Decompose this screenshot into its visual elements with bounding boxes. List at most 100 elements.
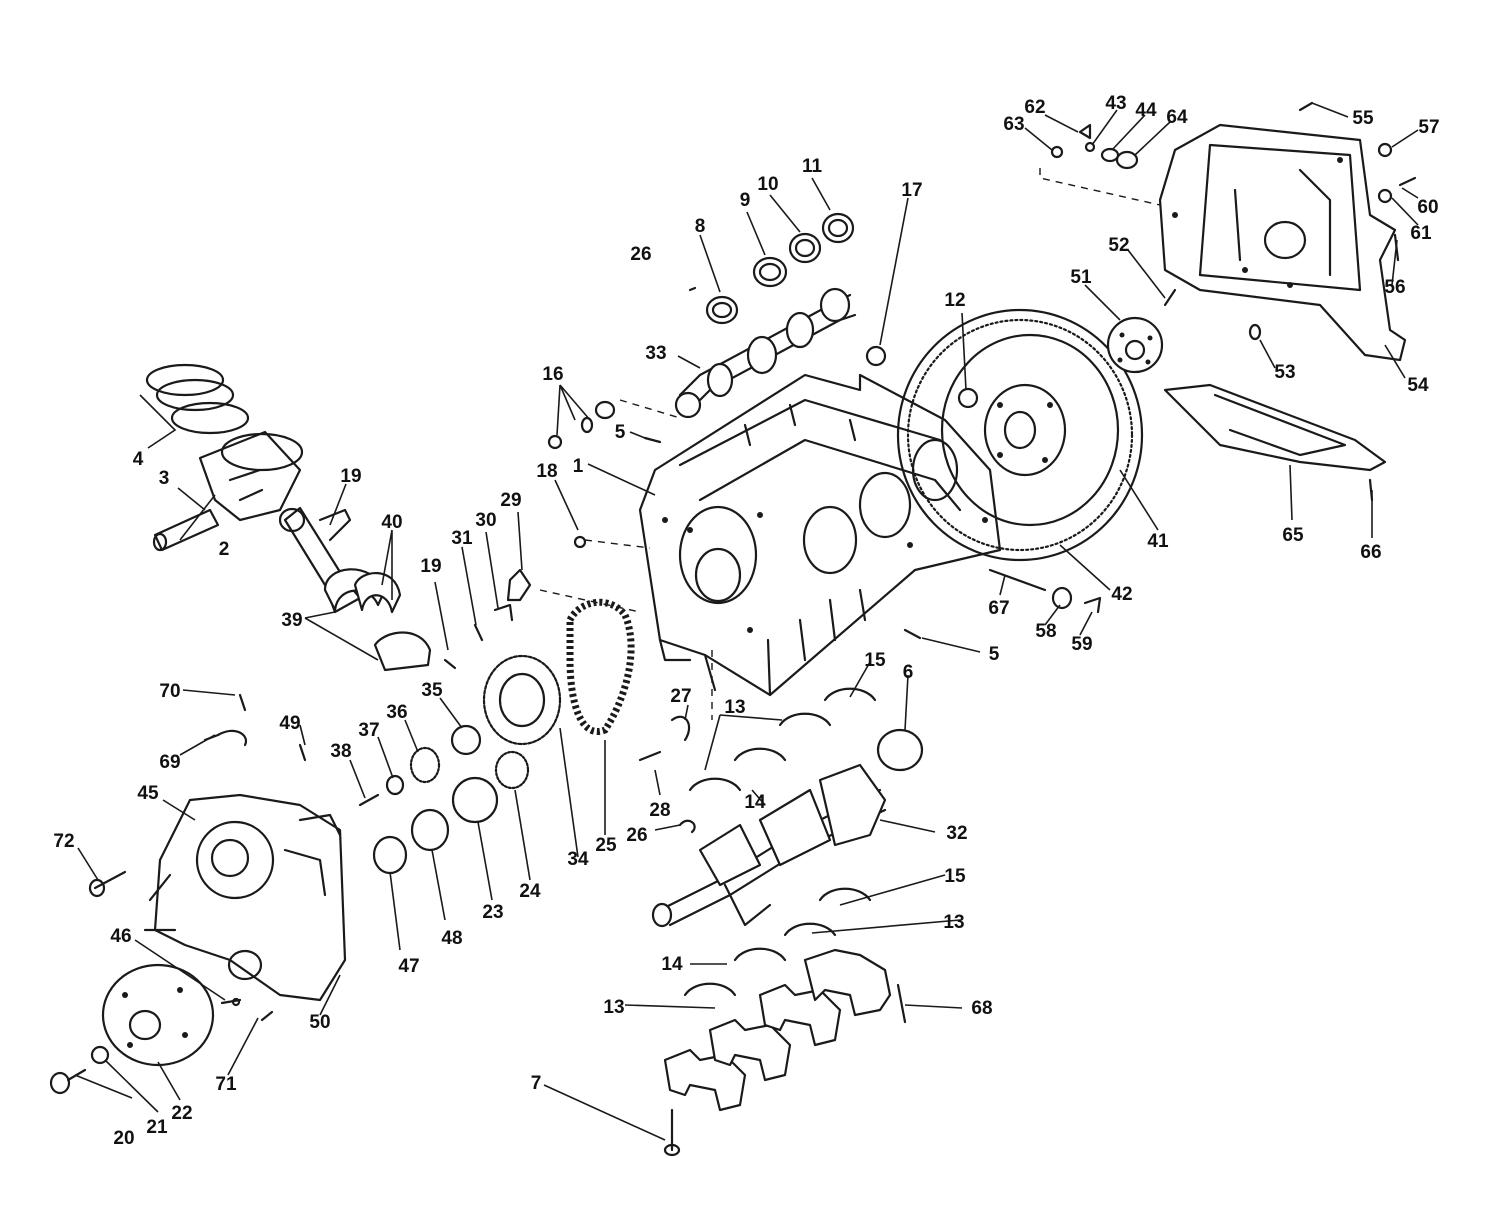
callout-56: 56 [1384, 277, 1405, 298]
callout-44: 44 [1135, 100, 1157, 121]
callout-22: 22 [171, 1103, 192, 1124]
callout-30: 30 [475, 510, 496, 531]
callout-23: 23 [482, 902, 503, 923]
callout-66: 66 [1360, 542, 1381, 563]
connecting-rod [278, 506, 432, 672]
callout-20: 20 [113, 1128, 134, 1149]
harmonic-balancer [101, 963, 215, 1067]
callout-13b: 13 [943, 912, 964, 933]
callout-69: 69 [159, 752, 180, 773]
callout-55: 55 [1352, 108, 1374, 129]
callout-26b: 26 [626, 825, 647, 846]
alignment-lines [539, 168, 1161, 720]
callout-32: 32 [946, 823, 967, 844]
callout-53: 53 [1274, 362, 1295, 383]
callout-3: 3 [159, 468, 170, 489]
callout-9: 9 [740, 190, 751, 211]
callout-24: 24 [519, 881, 541, 902]
callout-39: 39 [281, 610, 302, 631]
callout-18: 18 [536, 461, 557, 482]
callout-7: 7 [531, 1073, 542, 1094]
callout-40: 40 [381, 512, 402, 533]
engine-parts-drawing [49, 101, 1417, 1157]
callout-16: 16 [542, 364, 563, 385]
callout-33: 33 [645, 343, 666, 364]
callout-34: 34 [567, 849, 589, 870]
callout-49: 49 [279, 713, 300, 734]
callout-37: 37 [358, 720, 379, 741]
callout-13: 13 [724, 697, 745, 718]
callout-67: 67 [988, 598, 1009, 619]
callout-17: 17 [901, 180, 922, 201]
callout-42: 42 [1111, 584, 1132, 605]
flywheel-housing [1158, 123, 1407, 362]
rear-seal [876, 728, 924, 772]
callout-14b: 14 [661, 954, 683, 975]
callout-70: 70 [159, 681, 180, 702]
callout-2: 2 [219, 539, 230, 560]
callout-25: 25 [595, 835, 617, 856]
small-hardware [49, 101, 1417, 1157]
callout-71: 71 [215, 1074, 237, 1095]
leader-lines [74, 102, 1419, 1141]
callout-4: 4 [133, 449, 144, 470]
timing-components [372, 598, 635, 875]
callout-41: 41 [1147, 531, 1169, 552]
callout-61: 61 [1410, 223, 1432, 244]
cover-plate [1163, 383, 1387, 472]
callout-54: 54 [1407, 375, 1429, 396]
callout-52: 52 [1108, 235, 1129, 256]
callout-36: 36 [386, 702, 407, 723]
callout-labels: 1 2 3 4 5 5 6 7 8 9 10 11 12 13 13 13 14… [53, 93, 1439, 1149]
flywheel-adapter [1106, 316, 1164, 374]
callout-8: 8 [695, 216, 706, 237]
callout-14: 14 [744, 792, 766, 813]
callout-45: 45 [137, 783, 159, 804]
callout-59: 59 [1071, 634, 1092, 655]
callout-11: 11 [802, 156, 823, 177]
callout-60: 60 [1417, 197, 1438, 218]
callout-35: 35 [421, 680, 443, 701]
callout-38: 38 [330, 741, 351, 762]
callout-46: 46 [110, 926, 131, 947]
callout-19: 19 [340, 466, 361, 487]
callout-5b: 5 [989, 644, 1000, 665]
callout-62: 62 [1024, 97, 1045, 118]
bearing-shells [683, 687, 877, 997]
callout-48: 48 [441, 928, 462, 949]
piston-assembly [145, 363, 304, 552]
callout-65: 65 [1282, 525, 1304, 546]
timing-cover [143, 793, 347, 1002]
callout-58: 58 [1035, 621, 1056, 642]
callout-50: 50 [309, 1012, 330, 1033]
callout-31: 31 [451, 528, 473, 549]
callout-10: 10 [757, 174, 778, 195]
callout-68: 68 [971, 998, 992, 1019]
callout-1: 1 [573, 456, 584, 477]
callout-5: 5 [615, 422, 626, 443]
callout-13c: 13 [603, 997, 624, 1018]
callout-63: 63 [1003, 114, 1024, 135]
callout-64: 64 [1166, 107, 1188, 128]
camshaft [674, 287, 857, 419]
callout-47: 47 [398, 956, 419, 977]
callout-6: 6 [903, 662, 914, 683]
main-bearing-caps [663, 948, 907, 1112]
crankshaft [651, 763, 887, 928]
flywheel [896, 308, 1144, 562]
callout-12: 12 [944, 290, 965, 311]
callout-28: 28 [649, 800, 670, 821]
callout-43: 43 [1105, 93, 1126, 114]
callout-57: 57 [1418, 117, 1439, 138]
callout-19b: 19 [420, 556, 441, 577]
callout-27: 27 [670, 686, 691, 707]
callout-51: 51 [1070, 267, 1092, 288]
callout-26: 26 [630, 244, 651, 265]
callout-29: 29 [500, 490, 521, 511]
callout-15: 15 [864, 650, 886, 671]
callout-15b: 15 [944, 866, 966, 887]
callout-21: 21 [146, 1117, 168, 1138]
cam-bearings [705, 212, 855, 325]
callout-72: 72 [53, 831, 74, 852]
